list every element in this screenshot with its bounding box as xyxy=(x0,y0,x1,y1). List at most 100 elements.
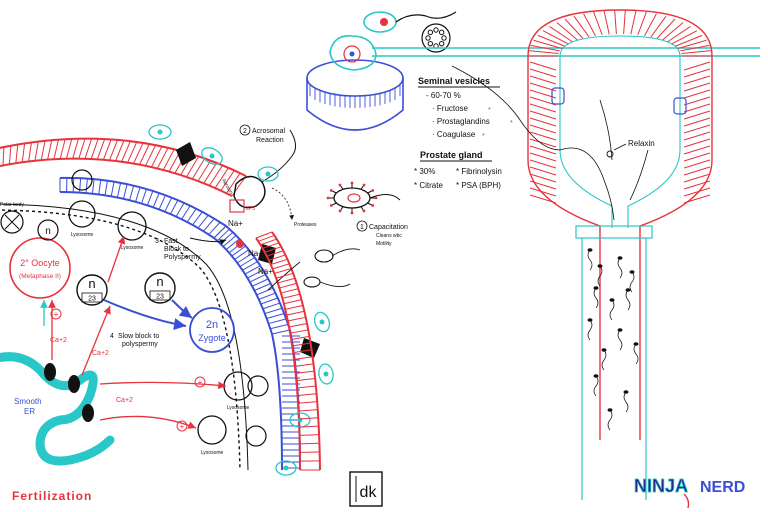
cervix xyxy=(575,225,653,239)
chromosome-count-sperm: 23 xyxy=(156,294,164,301)
prostate-heading: Prostate gland xyxy=(420,150,483,160)
lysosome-1 xyxy=(68,200,96,228)
sperm-head-dot xyxy=(236,240,244,248)
lysosome-1-label: Lysosome xyxy=(71,232,94,238)
zygote xyxy=(189,307,235,353)
oocyte-membrane xyxy=(0,209,241,471)
prostate-row2-a: * Citrate xyxy=(414,181,443,190)
ca-label-3: Ca+2 xyxy=(116,397,133,404)
na-label-2: Na+ xyxy=(248,249,263,258)
corona-right-hatch xyxy=(255,231,320,471)
fast-block-label-3: Polyspermy xyxy=(164,254,201,261)
lysosome-6 xyxy=(245,425,267,447)
ca-label-2: Ca+2 xyxy=(92,350,109,357)
lysosome-4-label: Lysosome xyxy=(201,450,224,456)
blastocyst xyxy=(329,35,377,71)
endometrium-disc xyxy=(306,59,404,97)
fast-block-label: Fast xyxy=(164,238,178,245)
proteases-label: Proteases xyxy=(294,222,317,228)
polar-body-label: Polar body xyxy=(0,202,24,208)
capacitation-sub1: Cleans wbc xyxy=(376,233,402,239)
smooth-er xyxy=(0,352,115,466)
nerd-logo: NERD xyxy=(700,479,745,496)
ca-channel-2 xyxy=(68,375,80,393)
ninja-logo: NINJA xyxy=(634,476,688,496)
haploid-n-center: n xyxy=(88,276,95,291)
sperm-head-1 xyxy=(314,249,334,263)
midpiece-crosssection xyxy=(421,23,451,53)
prostate-row1-b: * Fibrinolysin xyxy=(456,167,502,176)
zp3-receptor xyxy=(229,199,245,213)
fast-block-num: 3 xyxy=(155,238,159,245)
zygote-label: Zygote xyxy=(198,333,226,343)
sperm-pronucleus xyxy=(144,272,176,304)
seminal-item-1: · Fructose xyxy=(432,104,469,113)
sperm-head-2 xyxy=(303,276,321,288)
dk-logo xyxy=(349,471,383,507)
sperm-tail-3 xyxy=(267,261,301,291)
prostate-row1-a: * 30% xyxy=(414,167,435,176)
sperm-swarm xyxy=(451,65,649,431)
lysosome-5 xyxy=(71,169,93,191)
lysosome-2-label: Lysosome xyxy=(121,245,144,251)
acrosomal-label-2: Reaction xyxy=(256,137,284,144)
haploid-cell-small xyxy=(37,219,59,241)
ca-channel-1 xyxy=(44,363,56,381)
cell-face-1 xyxy=(551,87,565,105)
plus-1: + xyxy=(54,310,59,319)
svg-text:*: * xyxy=(510,120,513,127)
lysosome-7 xyxy=(247,375,269,397)
oocyte-sublabel: (Metaphase II) xyxy=(19,273,61,280)
chromosome-count-center: 23 xyxy=(88,296,96,303)
corona-band-outer xyxy=(0,137,247,197)
receptor-block-3 xyxy=(300,338,320,358)
cell-face-2 xyxy=(673,97,687,115)
svg-text:*: * xyxy=(482,133,485,140)
lysosome-2 xyxy=(117,211,147,241)
plus-3: + xyxy=(180,422,185,431)
secondary-oocyte xyxy=(9,237,71,299)
zp3-label: ZP3 xyxy=(246,206,255,212)
fast-block-label-2: Block to xyxy=(164,246,189,253)
dk-logo-text: dk xyxy=(360,484,378,501)
acrosomal-num: 2 xyxy=(243,128,247,135)
ca-label-1: Ca+2 xyxy=(50,337,67,344)
na-label-3: Na+ xyxy=(258,267,273,276)
haploid-n-sperm: n xyxy=(156,274,163,289)
uterus-outer xyxy=(527,9,713,440)
sperm-acrosome xyxy=(233,175,266,209)
polar-body xyxy=(0,210,24,234)
corona-cells xyxy=(148,124,334,476)
capacitation-label: Capacitation xyxy=(369,224,408,231)
slow-block-num: 4 xyxy=(110,333,114,340)
plus-2: + xyxy=(198,378,203,387)
seminal-item-3: · Coagulase xyxy=(432,130,476,139)
ca-channel-3 xyxy=(82,404,94,422)
haploid-cell-center xyxy=(76,274,108,306)
capacitation-spikes xyxy=(326,181,378,215)
smooth-er-label-2: ER xyxy=(24,407,35,416)
seminal-heading: Seminal vesicles xyxy=(418,76,490,86)
slow-block-label-2: polyspermy xyxy=(122,341,158,348)
acrosomal-label: Acrosomal xyxy=(252,128,286,135)
prostate-row2-b: * PSA (BPH) xyxy=(456,181,501,190)
smooth-er-label: Smooth xyxy=(14,397,42,406)
receptor-block-1 xyxy=(176,142,196,166)
zygote-2n: 2n xyxy=(206,319,218,331)
relaxin-label: Relaxin xyxy=(628,139,655,148)
slow-block-label: Slow block to xyxy=(118,333,159,340)
lysosome-3-label: Lysosome xyxy=(227,405,250,411)
page-title: Fertilization xyxy=(12,489,92,503)
capacitating-sperm xyxy=(333,187,371,209)
seminal-item-2: · Prostaglandins xyxy=(432,117,490,126)
svg-text:*: * xyxy=(488,107,491,114)
capacitation-num: 1 xyxy=(360,224,364,231)
haploid-n-small: n xyxy=(45,226,51,237)
na-label-1: Na+ xyxy=(228,219,243,228)
oocyte-label: 2° Oocyte xyxy=(20,258,60,268)
lysosome-4 xyxy=(197,415,227,445)
capacitation-sub2: Motility xyxy=(376,241,392,247)
seminal-percent: - 60-70 % xyxy=(426,91,461,100)
